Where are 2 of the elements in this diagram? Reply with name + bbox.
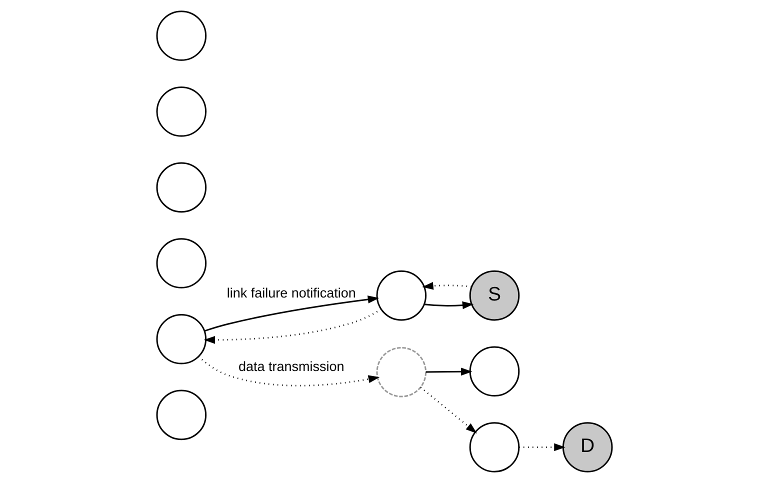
edge-label: data transmission	[238, 358, 344, 374]
edge-label: link failure notification	[226, 285, 356, 300]
